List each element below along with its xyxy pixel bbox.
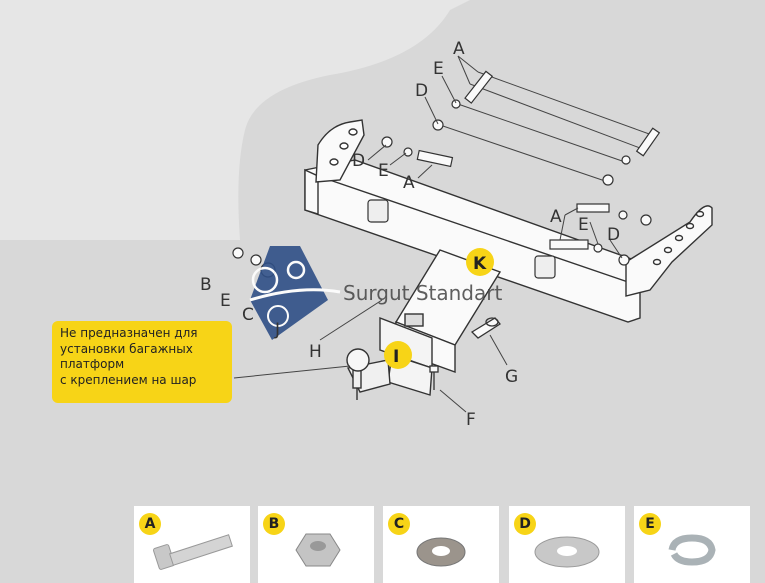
part-letter-b: B (263, 513, 285, 535)
note-line-4: с креплением на шар (60, 372, 197, 387)
part-letter-d: D (514, 513, 536, 535)
label-e-small: E (220, 291, 231, 311)
label-g: G (505, 367, 518, 387)
warning-note: Не предназначен для установки багажных п… (52, 321, 232, 403)
hitch-pin (470, 317, 501, 339)
label-e-top: E (433, 59, 444, 79)
part-card-d: D (509, 506, 625, 583)
callout-k-circle (466, 248, 494, 276)
bolt-icon (153, 534, 233, 570)
watermark-logo (249, 246, 341, 340)
flat-washer-icon (416, 537, 466, 567)
label-d-top: D (415, 81, 428, 101)
label-k: K (473, 254, 487, 274)
label-h: H (309, 342, 322, 362)
callout-i-circle (384, 341, 412, 369)
part-card-e: E (634, 506, 750, 583)
leader-lines (233, 55, 623, 413)
part-letter-e: E (639, 513, 661, 535)
right-bolts (549, 203, 652, 266)
part-card-a: A (134, 506, 250, 583)
spring-washer-icon (668, 534, 716, 566)
label-e-right: E (578, 215, 589, 235)
tow-ball (346, 348, 391, 400)
bolt-f (429, 365, 439, 390)
nut-icon (295, 533, 341, 567)
left-bracket (315, 119, 365, 183)
note-line-2: установки багажных (60, 341, 193, 356)
note-line-1: Не предназначен для (60, 326, 198, 340)
label-b: B (200, 275, 212, 295)
right-bracket (625, 205, 713, 297)
label-a-top: A (453, 39, 465, 59)
label-e-left: E (378, 161, 389, 181)
part-letter-a: A (139, 513, 161, 535)
watermark-text: Surgut Standart (343, 281, 503, 305)
part-card-c: C (383, 506, 499, 583)
beam-clamps (367, 199, 556, 279)
label-i: I (393, 347, 399, 367)
label-a-left: A (403, 173, 415, 193)
label-c: C (242, 305, 254, 325)
large-washer-icon (534, 536, 600, 568)
left-bolts (381, 136, 454, 168)
label-d-left: D (352, 151, 365, 171)
part-letter-c: C (388, 513, 410, 535)
crossbeam (304, 159, 641, 323)
top-bolts (432, 70, 661, 186)
part-card-b: B (258, 506, 374, 583)
label-a-right: A (550, 207, 562, 227)
background-shape (0, 0, 470, 240)
label-d-right: D (607, 225, 620, 245)
label-f: F (466, 410, 476, 430)
label-j: J (274, 320, 280, 340)
explode-lines (439, 71, 653, 183)
note-line-3: платформ (60, 357, 125, 371)
